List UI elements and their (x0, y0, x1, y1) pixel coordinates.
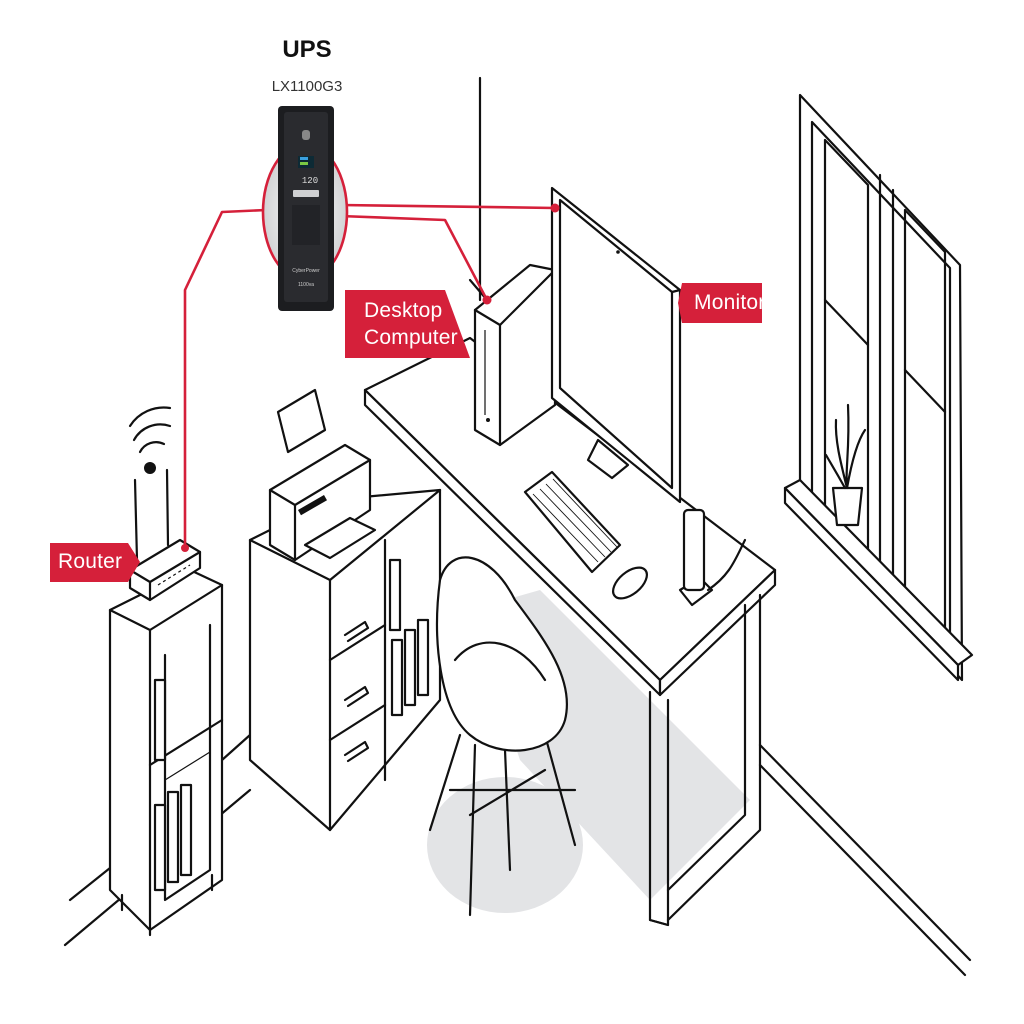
ups-brand-logo: CyberPower (292, 268, 320, 274)
monitor (550, 186, 682, 504)
desktop-computer-label-line1: Desktop (364, 299, 443, 322)
chair-shadow (427, 777, 583, 913)
mouse (612, 566, 648, 600)
chair (428, 556, 577, 917)
wifi-icon (128, 406, 172, 474)
router (128, 468, 202, 602)
plant (824, 403, 867, 527)
bookshelf (108, 568, 224, 937)
ups-model: LX1100G3 (271, 78, 343, 95)
desktop-tower (468, 263, 557, 447)
monitor-label: Monitor (694, 291, 766, 314)
phone-on-dock (678, 508, 747, 607)
keyboard (523, 470, 622, 574)
printer (268, 388, 377, 562)
power-cables (181, 203, 560, 552)
router-label-bg (50, 543, 140, 582)
desktop-label-bg (345, 290, 470, 358)
desktop-computer-label-line2: Computer (364, 326, 458, 349)
router-label: Router (58, 550, 123, 573)
monitor-label-bg (678, 283, 762, 323)
ups-capacity-mark: 1100va (298, 282, 314, 288)
drawer-cabinet (248, 488, 442, 832)
ups-title: UPS (282, 36, 332, 63)
ups-device: 120 CyberPower 1100va (261, 106, 349, 311)
window (783, 93, 974, 682)
ups-display: 120 (302, 176, 318, 186)
